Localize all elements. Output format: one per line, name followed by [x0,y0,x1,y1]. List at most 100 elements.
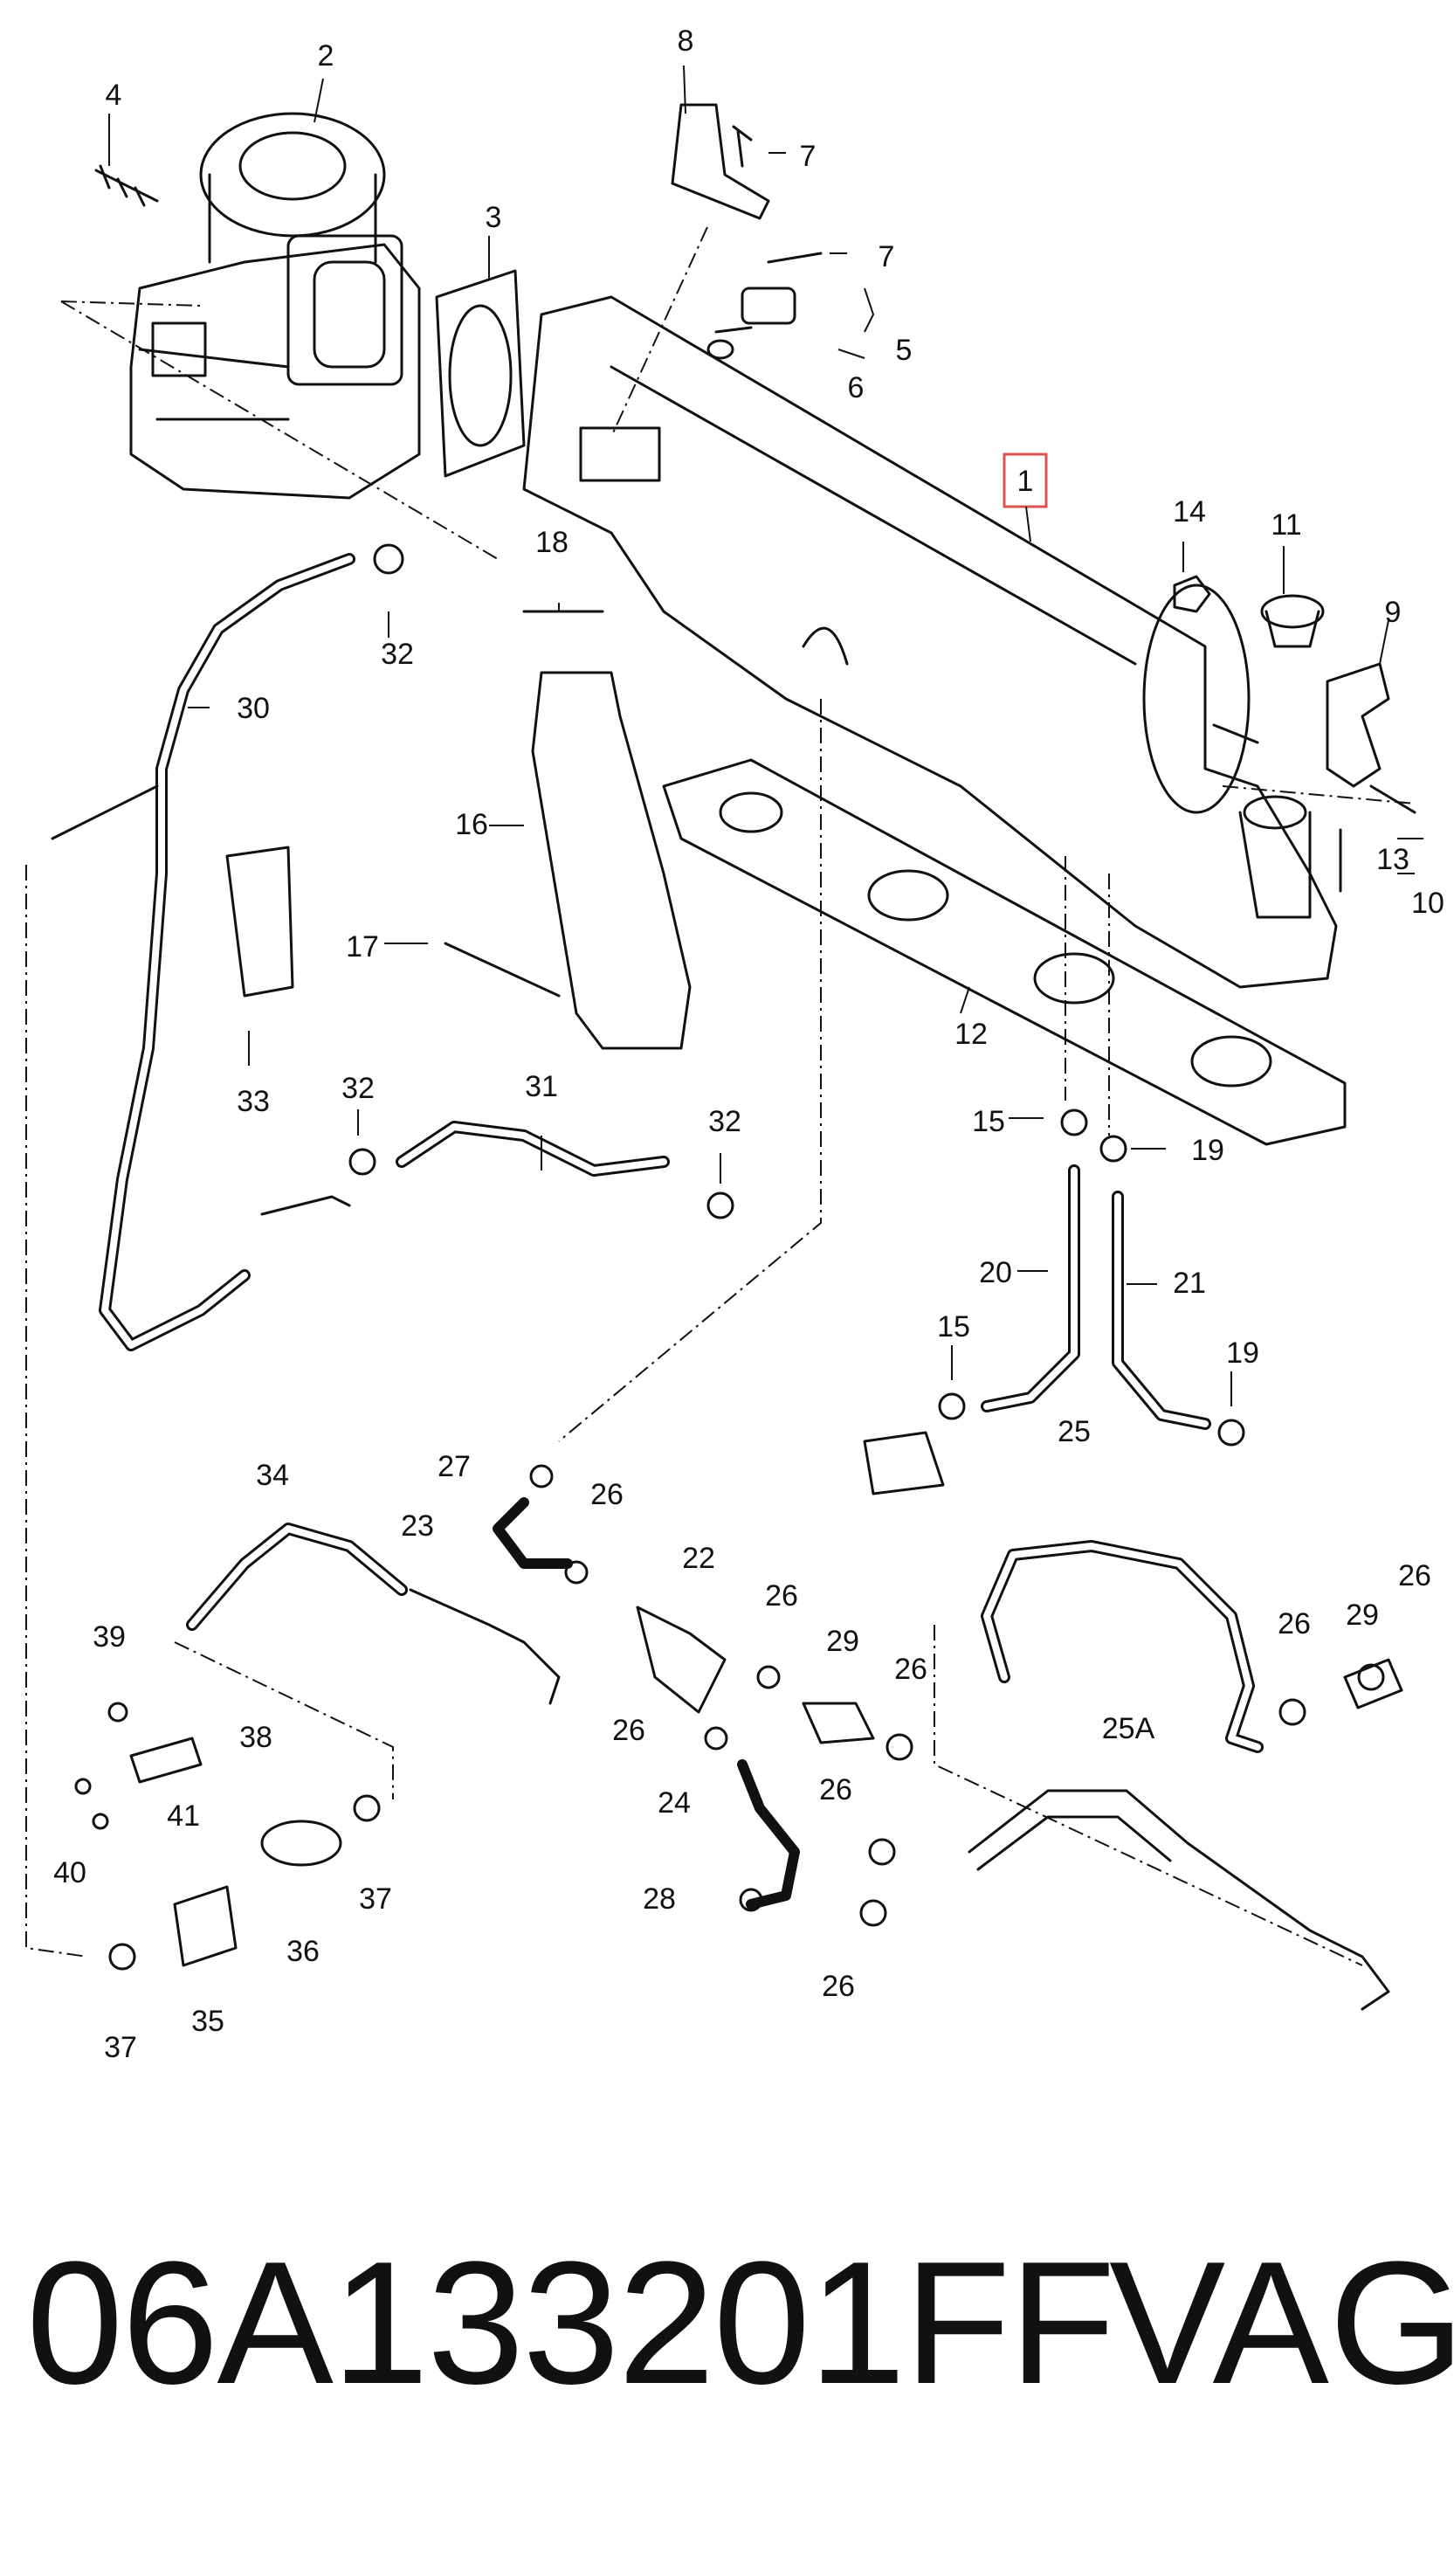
hose-part-29b[interactable] [1343,1658,1403,1709]
callout-12[interactable]: 12 [954,1018,988,1051]
callout-35[interactable]: 35 [191,2005,224,2038]
callout-26e[interactable]: 26 [819,1773,852,1806]
leader-line [1065,856,1110,1136]
leader-line [610,226,708,438]
leader-line [60,300,499,560]
callout-23[interactable]: 23 [401,1509,434,1543]
callout-13[interactable]: 13 [1376,843,1409,876]
screw-part-7b[interactable] [767,252,823,264]
pipe-part-34[interactable] [409,1588,561,1705]
callout-41[interactable]: 41 [167,1799,200,1833]
callout-24[interactable]: 24 [658,1786,691,1820]
callout-30[interactable]: 30 [237,692,270,725]
filter-part-35[interactable] [173,1885,238,1967]
hose-part-21[interactable] [1112,1191,1211,1430]
callout-15b[interactable]: 15 [937,1310,970,1343]
callout-26h[interactable]: 26 [1398,1559,1431,1592]
part-number-label: 06A133201FF [26,2226,1116,2421]
bracket-part-38[interactable] [129,1737,203,1784]
callout-16[interactable]: 16 [455,808,488,841]
hose-part-23[interactable] [493,1497,573,1569]
callout-9[interactable]: 9 [1385,596,1402,629]
callout-27[interactable]: 27 [438,1450,471,1483]
callout-2[interactable]: 2 [318,39,334,73]
callout-36[interactable]: 36 [286,1935,320,1968]
callout-29a[interactable]: 29 [826,1625,859,1658]
gasket-part-12[interactable] [662,758,1347,1146]
callout-34[interactable]: 34 [256,1459,289,1492]
callout-15[interactable]: 15 [972,1105,1005,1138]
hose-part-29[interactable] [802,1702,875,1744]
leader-line [934,1625,1363,1966]
callout-19[interactable]: 19 [1191,1134,1224,1167]
pipe-part-25a[interactable] [968,1789,1390,2011]
callout-10[interactable]: 10 [1411,887,1444,920]
cap-part-11[interactable] [1260,594,1325,648]
exploded-parts-diagram: 1 2 3 4 5 6 7 7 8 9 10 11 12 13 14 15 15… [25,24,1444,2064]
callout-31[interactable]: 31 [525,1070,558,1103]
callout-11[interactable]: 11 [1271,508,1301,542]
clamp-parts[interactable] [74,543,1385,1971]
leader-line [25,865,88,1958]
hose-branch-30[interactable] [51,784,159,840]
valve-part-22[interactable] [636,1606,727,1714]
callout-32b[interactable]: 32 [341,1072,375,1105]
callout-26g[interactable]: 26 [1278,1607,1311,1640]
callout-21[interactable]: 21 [1173,1267,1206,1300]
callout-14[interactable]: 14 [1173,495,1206,528]
callout-37a[interactable]: 37 [359,1882,392,1916]
bracket-part-8[interactable] [671,103,770,220]
callout-37b[interactable]: 37 [104,2031,137,2064]
leader-line [174,1641,394,1799]
gasket-part-3[interactable] [435,269,526,478]
brand-label: VAG [1109,2226,1454,2421]
callout-18[interactable]: 18 [535,526,569,559]
callout-22[interactable]: 22 [682,1542,715,1575]
callout-20[interactable]: 20 [979,1256,1012,1289]
callout-25[interactable]: 25 [1058,1415,1091,1448]
hose-part-30[interactable] [99,553,355,1351]
callout-26c[interactable]: 26 [894,1653,927,1686]
callout-3[interactable]: 3 [486,201,502,234]
leader-line [558,699,822,1442]
callout-32c[interactable]: 32 [708,1105,741,1138]
callout-6[interactable]: 6 [848,371,865,404]
callout-7b[interactable]: 7 [879,240,895,273]
highlight-box-part-1 [1003,452,1048,508]
callout-26f[interactable]: 26 [822,1970,855,2003]
intake-manifold-part[interactable] [522,295,1338,989]
callout-40[interactable]: 40 [53,1856,86,1889]
callout-17[interactable]: 17 [346,930,379,963]
callout-5[interactable]: 5 [896,334,913,367]
nut-part-14[interactable] [1173,575,1211,613]
callout-19b[interactable]: 19 [1226,1336,1259,1370]
callout-26d[interactable]: 26 [612,1714,645,1747]
callout-25a[interactable]: 25A [1102,1712,1155,1745]
hose-part-34[interactable] [186,1523,408,1631]
throttle-body-part[interactable] [129,112,421,500]
heat-shield-part-33[interactable] [225,846,294,998]
callout-7[interactable]: 7 [800,140,817,173]
callout-26b[interactable]: 26 [765,1579,798,1613]
callout-33[interactable]: 33 [237,1085,270,1118]
hose-part-24[interactable] [737,1759,800,1910]
callout-38[interactable]: 38 [239,1721,272,1754]
callout-29b[interactable]: 29 [1346,1599,1379,1632]
screw-part-4[interactable] [94,164,159,207]
sensor-part-5[interactable] [706,287,796,360]
callout-1[interactable]: 1 [1017,465,1034,498]
callout-4[interactable]: 4 [106,79,122,112]
callout-28[interactable]: 28 [643,1882,676,1916]
bracket-part-16[interactable] [531,671,692,1050]
sleeve-part-36[interactable] [260,1820,342,1867]
callout-26a[interactable]: 26 [590,1478,624,1511]
screw-part-10[interactable] [1369,784,1416,814]
callout-32a[interactable]: 32 [381,638,414,671]
pressure-regulator[interactable] [863,1431,945,1495]
valve-part-31[interactable] [260,1195,351,1216]
callout-39[interactable]: 39 [93,1620,126,1654]
bolt-part-17[interactable] [444,942,561,998]
callout-8[interactable]: 8 [678,24,694,58]
bracket-part-9[interactable] [1326,662,1390,788]
screw-part-7[interactable] [732,125,753,168]
